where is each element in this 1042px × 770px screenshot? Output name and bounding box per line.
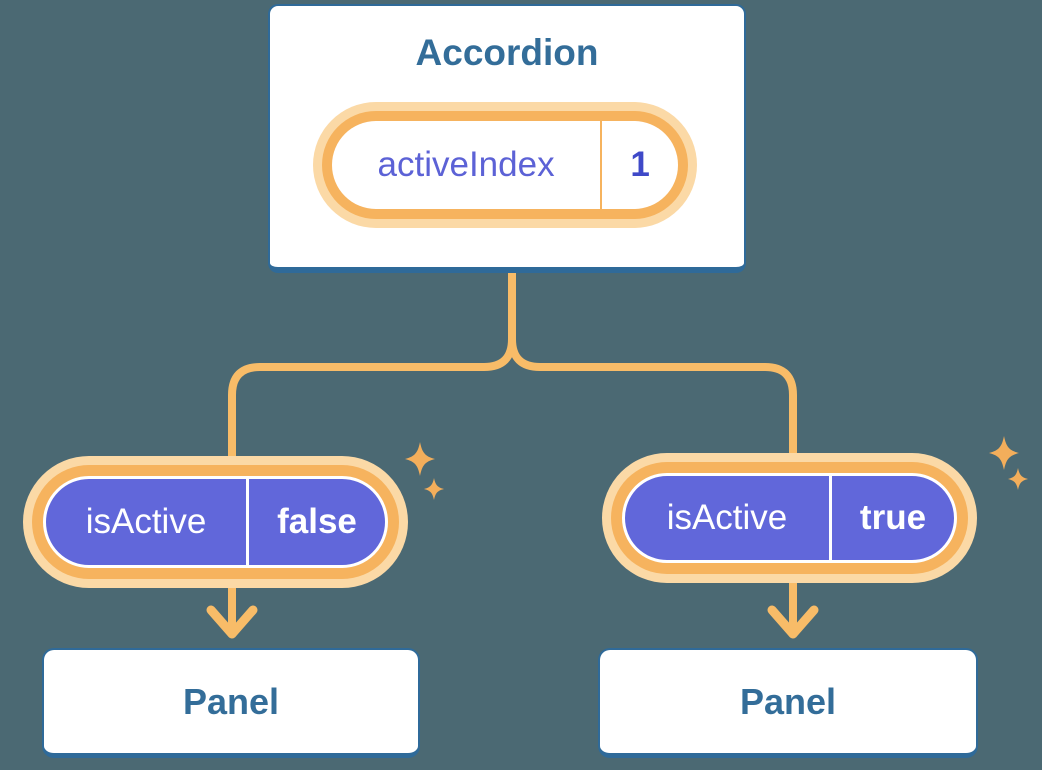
branch-right-line [508, 265, 797, 632]
state-name-label: activeIndex [377, 145, 555, 184]
child-state-pill-left: isActive false [23, 456, 408, 588]
state-value-label: 1 [630, 145, 650, 184]
pill-glow-ring: activeIndex 1 [313, 102, 697, 228]
pill-divider [246, 479, 249, 565]
accordion-card: Accordion activeIndex 1 [268, 4, 746, 273]
sparkle-icon [989, 436, 1019, 470]
state-name-label: isActive [666, 498, 788, 537]
sparkle-icon [405, 442, 435, 476]
panel-title: Panel [739, 680, 837, 722]
pill-divider [600, 121, 603, 209]
panel-card-left: Panel [42, 648, 420, 758]
pill-orange-ring: isActive true [611, 462, 968, 574]
pill-glow-ring: isActive true [602, 453, 977, 583]
pill-orange-ring: activeIndex 1 [322, 111, 688, 219]
state-value-label: true [859, 498, 927, 537]
state-value-label: false [277, 502, 357, 541]
state-name-label: isActive [85, 502, 207, 541]
pill-orange-ring: isActive false [32, 465, 399, 579]
pill-glow-ring: isActive false [23, 456, 408, 588]
arrow-down-right-icon [767, 605, 819, 639]
pill-body: isActive false [43, 476, 388, 568]
pill-body: activeIndex 1 [332, 121, 678, 209]
sparkle-icon [1008, 468, 1028, 490]
child-state-pill-right: isActive true [602, 453, 977, 583]
accordion-title: Accordion [415, 32, 599, 73]
arrow-down-left-icon [206, 605, 258, 639]
pill-body: isActive true [622, 473, 957, 563]
panel-card-right: Panel [598, 648, 978, 758]
accordion-state-pill: activeIndex 1 [313, 102, 697, 228]
panel-title: Panel [182, 680, 280, 722]
sparkle-icon [424, 478, 444, 500]
pill-divider [828, 476, 832, 560]
